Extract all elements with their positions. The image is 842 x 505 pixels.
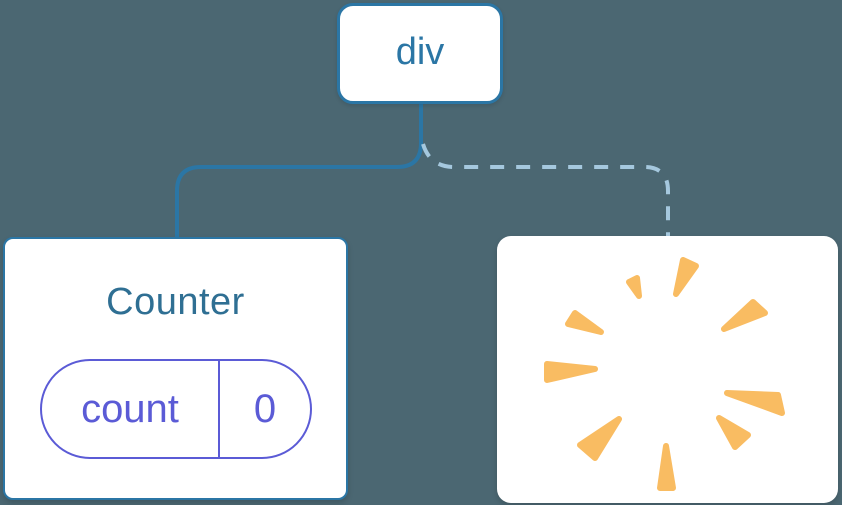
tree-node-div: div [337, 3, 503, 104]
poof-ray [673, 257, 699, 297]
removed-card [497, 236, 838, 503]
poof-ray [577, 416, 622, 461]
counter-title: Counter [106, 281, 245, 323]
poof-ray [724, 390, 785, 416]
poof-ray [657, 443, 676, 491]
poof-starburst-icon [544, 257, 785, 491]
state-value-label: 0 [253, 386, 277, 431]
state-pill: count 0 [40, 359, 312, 459]
node-label: div [395, 30, 445, 73]
state-value-cell: 0 [220, 361, 310, 457]
poof-ray [626, 275, 642, 299]
poof-ray [716, 415, 751, 450]
counter-card: Counter count 0 [3, 237, 348, 500]
state-key-cell: count [42, 361, 220, 457]
connector-solid-left [175, 104, 423, 237]
poof-ray [721, 299, 768, 332]
state-key-label: count [81, 386, 179, 431]
poof-ray [565, 310, 604, 335]
poof-ray [544, 361, 598, 383]
connector-dashed-right [421, 143, 670, 236]
